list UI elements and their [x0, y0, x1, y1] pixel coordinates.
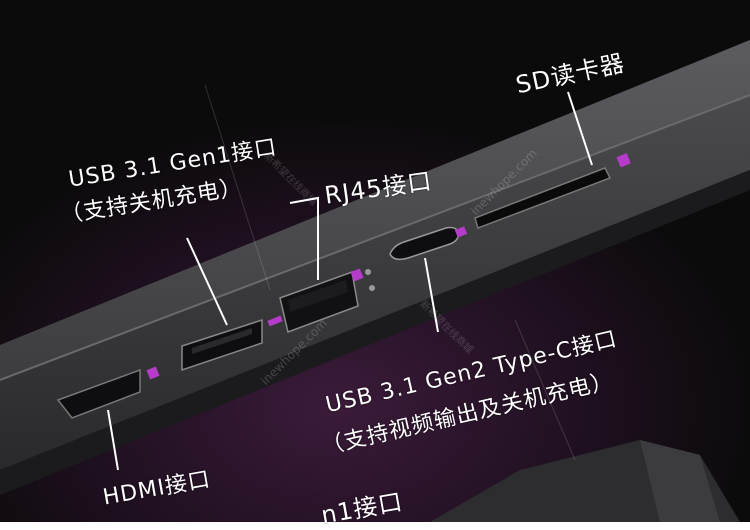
leader-usb-gen1 — [186, 237, 228, 326]
usb-a-icon — [267, 315, 283, 327]
rj45-icon — [350, 268, 364, 282]
sd-icon — [616, 153, 631, 168]
usb-c-icon — [454, 226, 468, 238]
sd-card-slot — [474, 167, 612, 229]
hdmi-port-icon — [146, 366, 160, 380]
laptop-top-edge — [0, 40, 750, 380]
leader-sd — [567, 91, 593, 166]
status-led — [369, 285, 375, 291]
leader-rj45 — [289, 196, 319, 280]
leader-hdmi — [107, 409, 119, 471]
leader-usb-gen2 — [424, 257, 439, 333]
usb-a-port — [181, 318, 263, 372]
hdmi-port — [56, 368, 141, 419]
rj45-port — [279, 270, 359, 333]
status-led — [365, 269, 371, 275]
